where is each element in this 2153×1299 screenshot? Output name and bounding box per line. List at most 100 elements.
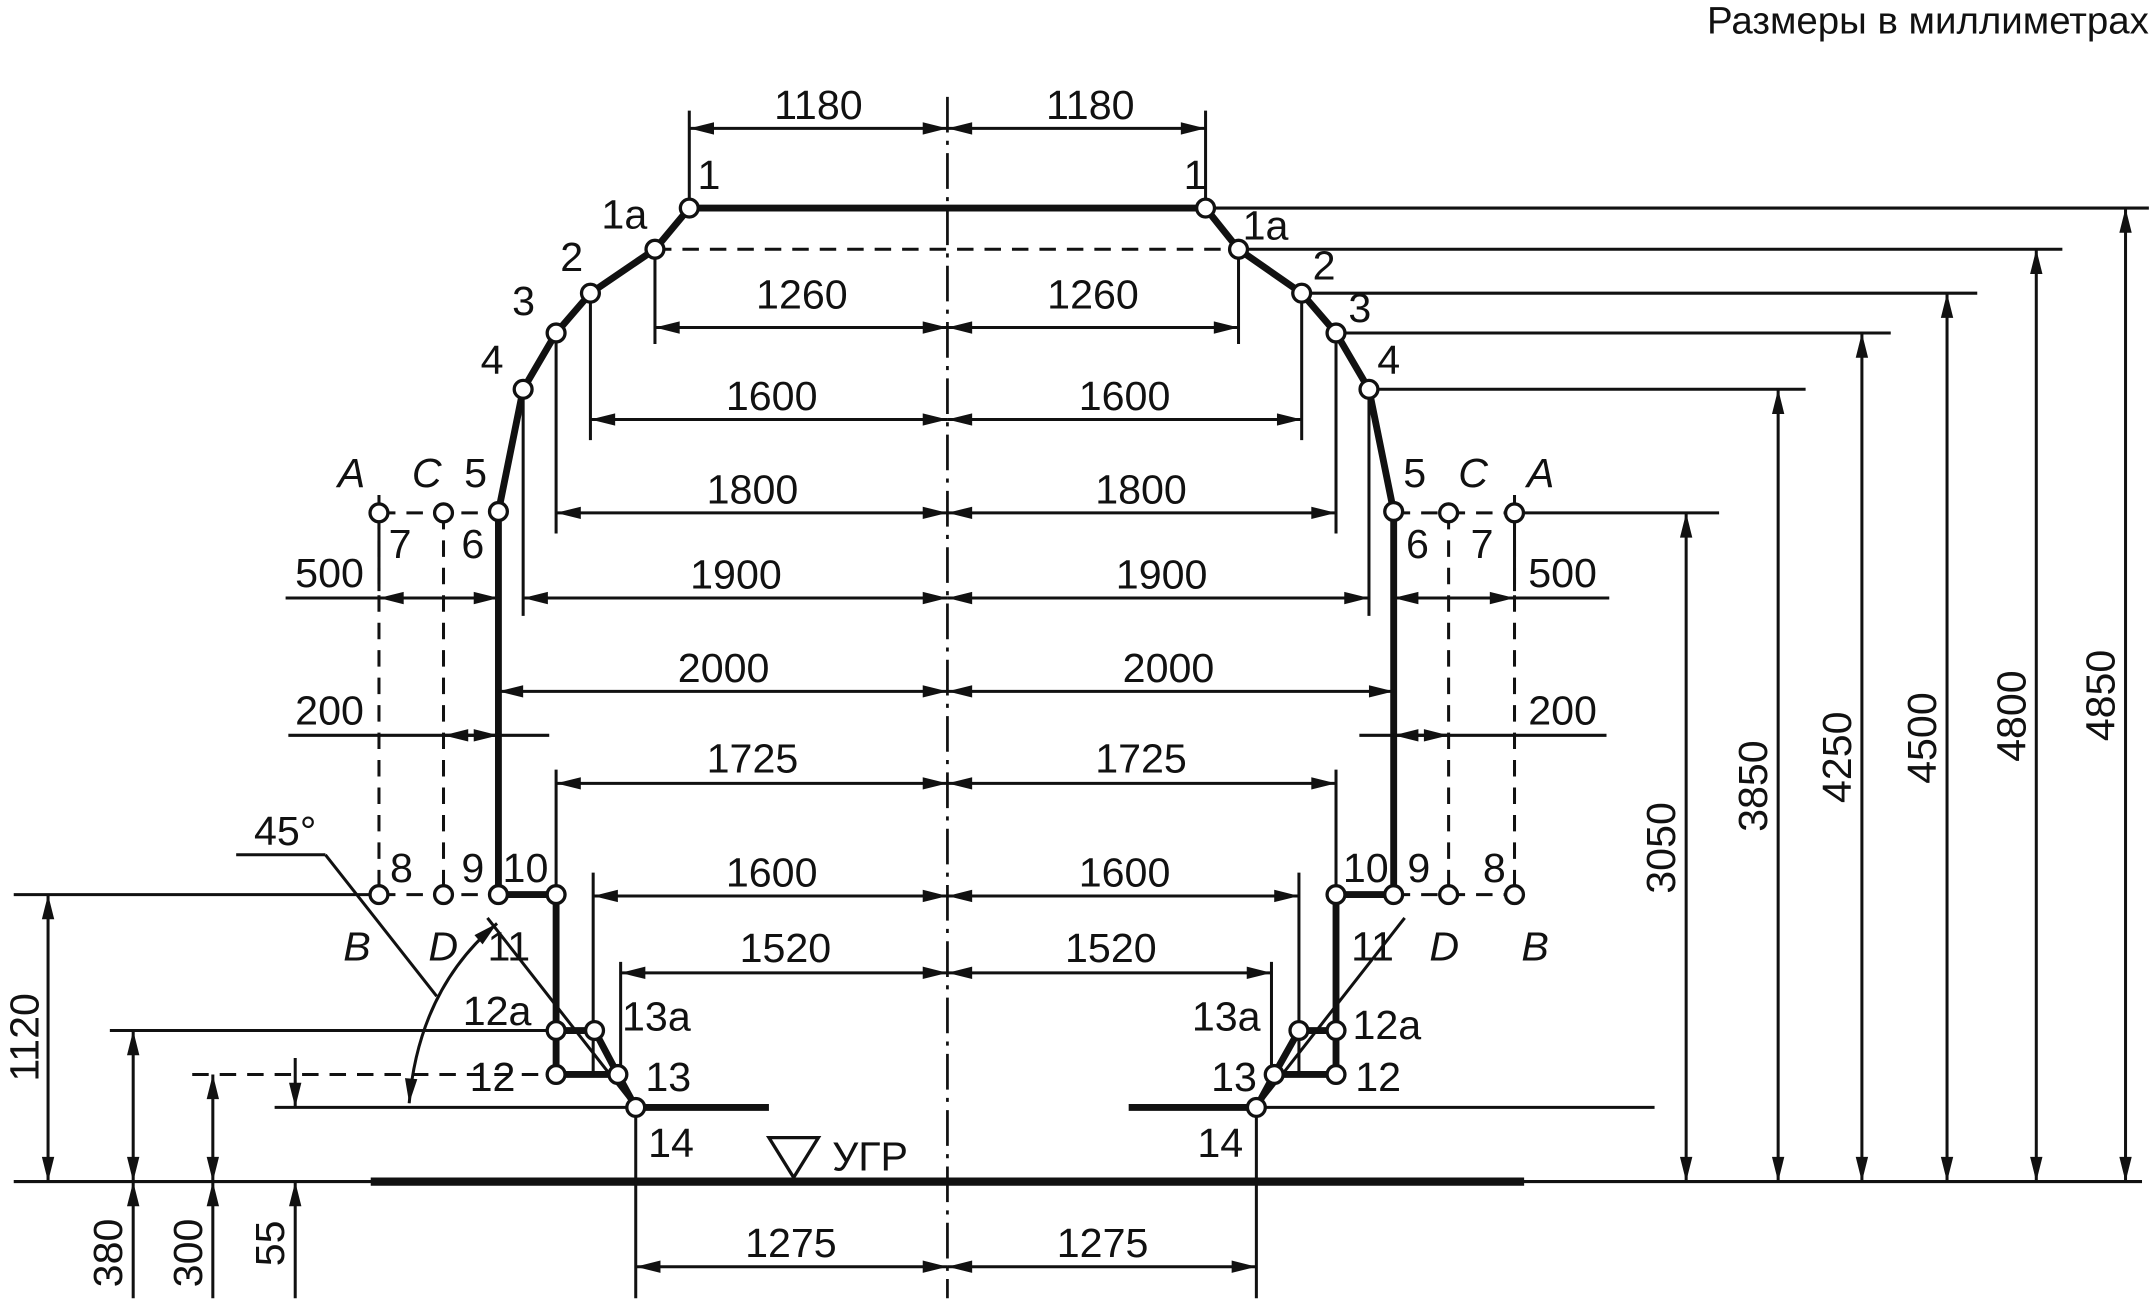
dim-1600-top-left: 1600 bbox=[726, 373, 818, 419]
arrowhead-icon bbox=[1940, 1156, 1954, 1182]
profile-point-marker bbox=[1288, 1019, 1310, 1042]
label-p8-right: 8 bbox=[1483, 845, 1506, 891]
profile-point-marker bbox=[607, 1063, 629, 1086]
arrowhead-icon bbox=[1855, 333, 1869, 358]
arrowhead-icon bbox=[947, 966, 973, 980]
dim-500-right: 500 bbox=[1528, 550, 1597, 596]
label-A-left: A bbox=[335, 450, 365, 496]
arrowhead-icon bbox=[206, 1156, 220, 1182]
dim-1180-right: 1180 bbox=[1046, 82, 1135, 128]
arrowhead-icon bbox=[922, 321, 948, 334]
profile-point-marker bbox=[1383, 884, 1405, 906]
arrowhead-icon bbox=[922, 685, 948, 698]
dim-1520-right: 1520 bbox=[1065, 925, 1157, 971]
profile-point-marker bbox=[432, 502, 455, 524]
dim-1600-low-left: 1600 bbox=[726, 849, 818, 895]
label-p12-right: 12 bbox=[1355, 1054, 1401, 1100]
arrowhead-icon bbox=[1368, 685, 1394, 698]
dim-1800-right: 1800 bbox=[1095, 466, 1187, 512]
arrowhead-icon bbox=[378, 591, 404, 605]
profile-point-marker bbox=[1245, 1096, 1267, 1118]
dim-500-left: 500 bbox=[295, 550, 364, 596]
arrowhead-icon bbox=[1489, 591, 1515, 605]
label-p1-right: 1 bbox=[1184, 152, 1207, 198]
profile-point-marker bbox=[432, 884, 455, 906]
arrowhead-icon bbox=[1180, 122, 1206, 135]
dim-1275-right: 1275 bbox=[1057, 1220, 1149, 1266]
label-p13-left: 13 bbox=[645, 1054, 691, 1100]
arrowhead-icon bbox=[947, 591, 973, 605]
extension-lines bbox=[13, 110, 2149, 1299]
profile-point-marker bbox=[1325, 884, 1347, 906]
arrowhead-icon bbox=[1311, 777, 1337, 790]
label-p11-left: 11 bbox=[487, 924, 530, 970]
dim-2000-right: 2000 bbox=[1123, 645, 1215, 691]
dim-4800: 4800 bbox=[1988, 670, 2034, 762]
label-p11-right: 11 bbox=[1351, 924, 1394, 970]
arrowhead-icon bbox=[1771, 1156, 1785, 1182]
profile-point-marker bbox=[583, 1019, 606, 1042]
label-p4-left: 4 bbox=[481, 337, 504, 383]
arrowhead-icon bbox=[947, 889, 973, 903]
arrowhead-icon bbox=[127, 1156, 140, 1182]
arrowhead-icon bbox=[922, 1260, 948, 1273]
arrowhead-icon bbox=[127, 1030, 140, 1056]
label-p7-right: 7 bbox=[1471, 521, 1494, 567]
arrowhead-icon bbox=[947, 685, 973, 698]
arrowhead-icon bbox=[922, 777, 948, 790]
label-p2-left: 2 bbox=[560, 234, 583, 280]
arrowhead-icon bbox=[1679, 1156, 1693, 1182]
profile-point-marker bbox=[1325, 1019, 1347, 1042]
dim-1900-right: 1900 bbox=[1116, 551, 1208, 597]
label-p6-right: 6 bbox=[1406, 521, 1429, 567]
dim-1275-left: 1275 bbox=[745, 1220, 837, 1266]
arrowhead-icon bbox=[922, 889, 948, 903]
label-p2-right: 2 bbox=[1313, 242, 1336, 288]
dim-200-right: 200 bbox=[1528, 687, 1597, 733]
arrowhead-icon bbox=[1231, 1260, 1257, 1273]
profile-point-marker bbox=[545, 1019, 567, 1042]
arrowhead-icon bbox=[593, 889, 618, 903]
arrowhead-icon bbox=[2030, 1156, 2043, 1182]
profile-point-marker bbox=[1194, 197, 1217, 219]
arrowhead-icon bbox=[1246, 966, 1272, 980]
label-p9-right: 9 bbox=[1407, 845, 1430, 891]
dimension-lines bbox=[41, 122, 2132, 1299]
arrowhead-icon bbox=[1311, 506, 1337, 520]
arrowhead-icon bbox=[1393, 729, 1419, 742]
dim-1900-left: 1900 bbox=[690, 551, 782, 597]
dim-1520-left: 1520 bbox=[740, 925, 832, 971]
label-p10-left: 10 bbox=[503, 845, 549, 891]
arrowhead-icon bbox=[1213, 321, 1239, 334]
arrowhead-icon bbox=[41, 1156, 55, 1182]
point-labels-left: 1 1a 2 3 4 5 A C 7 6 8 9 10 B D 11 12a 1… bbox=[335, 152, 721, 1166]
label-p13a-right: 13a bbox=[1192, 994, 1261, 1040]
dim-2000-left: 2000 bbox=[678, 645, 770, 691]
profile-point-marker bbox=[1291, 282, 1313, 304]
dim-1800-left: 1800 bbox=[707, 466, 799, 512]
arrowhead-icon bbox=[922, 506, 948, 520]
ugr-label: УГР bbox=[832, 1134, 908, 1180]
angle-label: 45° bbox=[254, 808, 316, 854]
label-p3-left: 3 bbox=[512, 278, 535, 324]
dim-4500: 4500 bbox=[1899, 692, 1945, 784]
label-p12-left: 12 bbox=[470, 1054, 516, 1100]
label-p14-left: 14 bbox=[648, 1120, 694, 1166]
label-p1a-right: 1a bbox=[1243, 203, 1289, 249]
arrowhead-icon bbox=[947, 122, 973, 135]
label-B-right: B bbox=[1521, 924, 1548, 970]
arrowhead-icon bbox=[556, 506, 581, 520]
label-p14-right: 14 bbox=[1197, 1120, 1243, 1166]
arrowhead-icon bbox=[1393, 591, 1419, 605]
arrowhead-icon bbox=[289, 1181, 302, 1207]
profile-point-marker bbox=[1263, 1063, 1285, 1086]
label-B-left: B bbox=[343, 924, 370, 970]
dim-1600-top-right: 1600 bbox=[1079, 373, 1171, 419]
profile-point-marker bbox=[678, 197, 700, 219]
profile-point-marker bbox=[644, 238, 666, 260]
label-p9-left: 9 bbox=[461, 845, 484, 891]
dim-1120: 1120 bbox=[1, 993, 47, 1082]
dim-380: 380 bbox=[85, 1219, 131, 1288]
label-p1a-left: 1a bbox=[601, 192, 647, 238]
